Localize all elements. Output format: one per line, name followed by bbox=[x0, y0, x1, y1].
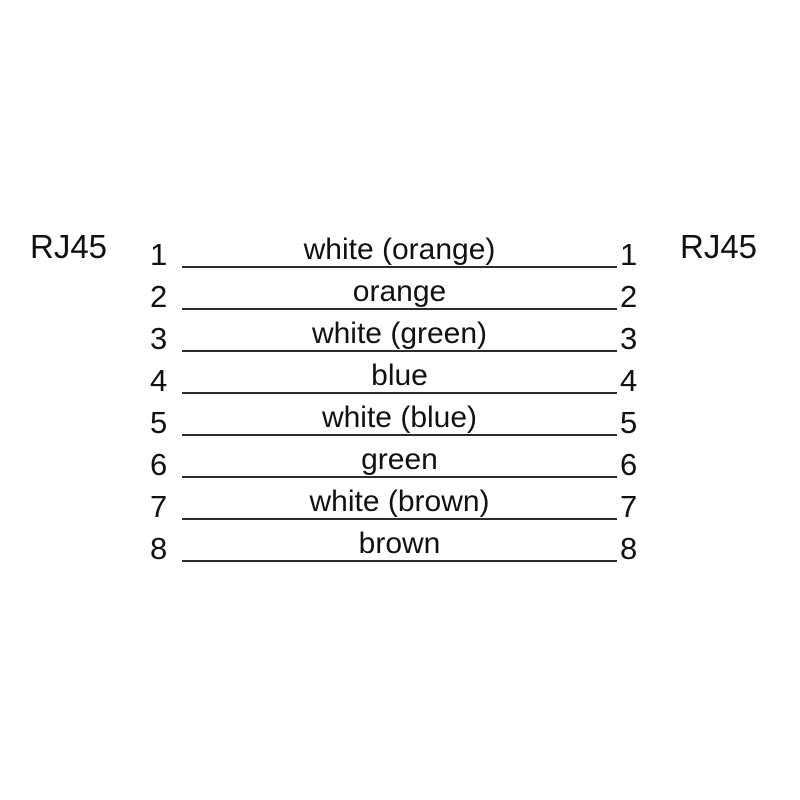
pin-number-right: 6 bbox=[620, 447, 638, 482]
wire-row: white (orange) 1 1 bbox=[0, 226, 800, 272]
connector-label-left: RJ45 bbox=[30, 228, 108, 265]
wire-row: orange 2 2 bbox=[0, 268, 800, 314]
wire-line bbox=[182, 560, 617, 562]
wire-color-label: orange bbox=[352, 275, 447, 308]
pin-number-left: 5 bbox=[150, 405, 168, 440]
wire-line bbox=[182, 266, 617, 268]
pin-number-right: 2 bbox=[620, 279, 638, 314]
pin-number-right: 3 bbox=[620, 321, 638, 356]
pin-number-right: 5 bbox=[620, 405, 638, 440]
pin-number-right: 1 bbox=[620, 237, 638, 272]
wire-color-label: white (green) bbox=[311, 317, 488, 350]
wire-line bbox=[182, 518, 617, 520]
pin-number-left: 8 bbox=[150, 531, 168, 566]
wire-line bbox=[182, 308, 617, 310]
wire-color-label: green bbox=[361, 443, 438, 476]
pin-number-left: 1 bbox=[150, 237, 168, 272]
wire-line bbox=[182, 392, 617, 394]
wire-color-label: white (blue) bbox=[321, 401, 478, 434]
wire-line bbox=[182, 350, 617, 352]
wire-row: white (brown) 7 7 bbox=[0, 478, 800, 524]
wire-row: white (blue) 5 5 bbox=[0, 394, 800, 440]
pin-number-right: 4 bbox=[620, 363, 638, 398]
wire-row: green 6 6 bbox=[0, 436, 800, 482]
wire-line bbox=[182, 434, 617, 436]
pin-number-right: 8 bbox=[620, 531, 638, 566]
connector-label-right: RJ45 bbox=[680, 228, 758, 265]
pin-number-left: 7 bbox=[150, 489, 168, 524]
wire-color-label: white (orange) bbox=[303, 233, 496, 266]
pin-number-left: 4 bbox=[150, 363, 168, 398]
wire-color-label: blue bbox=[371, 359, 428, 392]
wire-row: brown 8 8 bbox=[0, 520, 800, 566]
wire-row: blue 4 4 bbox=[0, 352, 800, 398]
pin-number-right: 7 bbox=[620, 489, 638, 524]
wire-line bbox=[182, 476, 617, 478]
pin-number-left: 6 bbox=[150, 447, 168, 482]
pin-number-left: 3 bbox=[150, 321, 168, 356]
pin-number-left: 2 bbox=[150, 279, 168, 314]
wire-row: white (green) 3 3 bbox=[0, 310, 800, 356]
wire-color-label: white (brown) bbox=[309, 485, 490, 518]
wire-color-label: brown bbox=[358, 527, 441, 560]
